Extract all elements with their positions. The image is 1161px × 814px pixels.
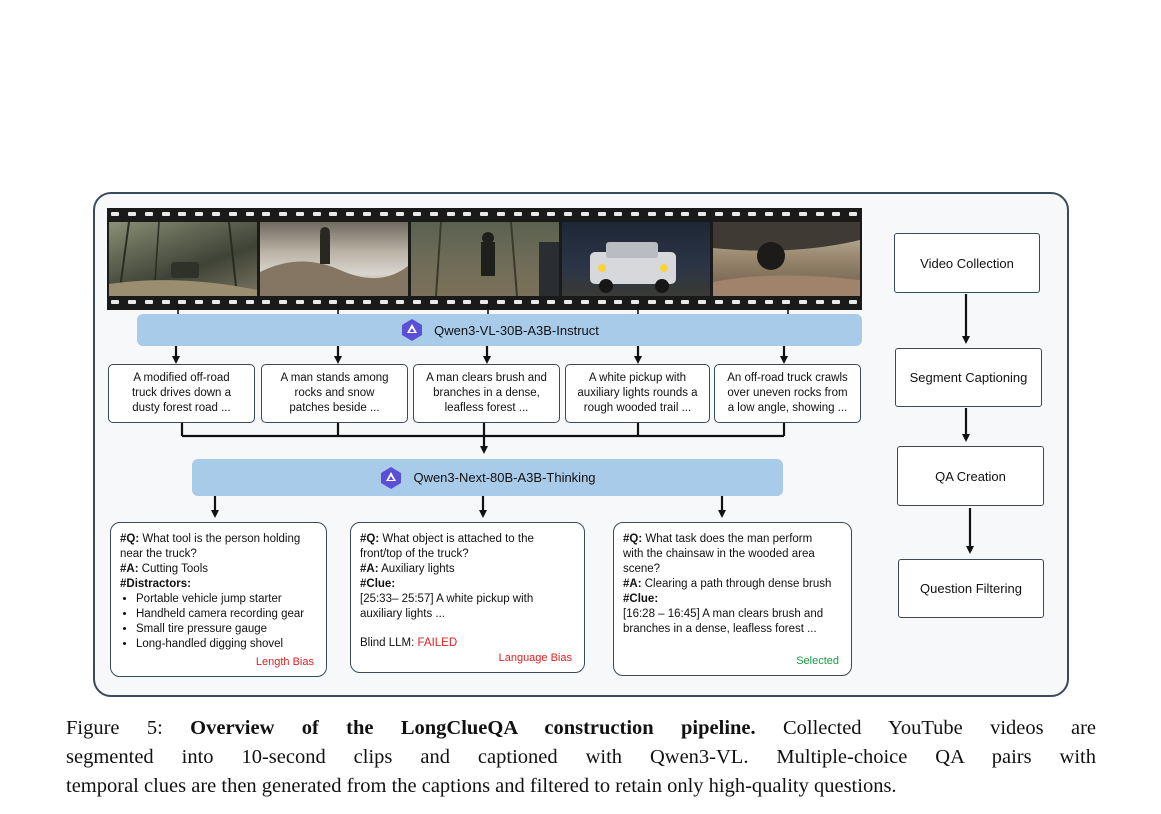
caption-line: dusty forest road ... [132, 402, 231, 414]
caption-line: leafless forest ... [444, 402, 529, 414]
q-text: What task does the man perform [642, 533, 813, 545]
clue-label: #Clue: [623, 593, 659, 605]
caption-line-2: segmented into 10-second clips and capti… [66, 746, 1096, 768]
caption-line: rocks and snow [294, 387, 375, 399]
q-text: What tool is the person holding [139, 533, 301, 545]
caption-box-4: A white pickup with auxiliary lights roun… [565, 364, 710, 423]
clue-text: [25:33– 25:57] A white pickup with [360, 593, 534, 605]
caption-box-2: A man stands among rocks and snow patches … [261, 364, 408, 423]
stage-label: Segment Captioning [909, 370, 1028, 385]
q-label: #Q: [623, 533, 643, 545]
caption-box-5: An off-road truck crawls over uneven rock… [714, 364, 861, 423]
caption-line: A white pickup with [588, 372, 687, 384]
distractors-label: #Distractors: [120, 578, 191, 590]
caption-box-1: A modified off-road truck drives down a du… [108, 364, 255, 423]
caption-line: rough wooded trail ... [583, 402, 692, 414]
q-text-cont: scene? [623, 563, 661, 575]
video-frame-2 [260, 222, 408, 296]
status-badge: Length Bias [255, 656, 314, 668]
list-item: Small tire pressure gauge [136, 622, 317, 637]
qwen-logo-icon [402, 319, 423, 341]
caption-line: auxiliary lights rounds a [577, 387, 698, 399]
stage-label: Video Collection [920, 255, 1014, 271]
captioner-model-name: Qwen3-VL-30B-A3B-Instruct [434, 322, 599, 338]
q-label: #Q: [360, 533, 380, 545]
caption-line-3: temporal clues are then generated from t… [66, 775, 897, 797]
figure-caption: Figure 5: Overview of the LongClueQA con… [66, 714, 1096, 801]
video-frame-5 [713, 222, 860, 296]
figure-title: Overview of the LongClueQA construction … [190, 717, 756, 739]
q-text-cont: front/top of the truck? [360, 548, 469, 560]
film-perforations-top [107, 211, 862, 217]
caption-line: A man clears brush and [426, 372, 547, 384]
stage-video-collection: Video Collection [894, 233, 1040, 293]
a-text: Auxiliary lights [378, 563, 455, 575]
a-label: #A: [623, 578, 642, 590]
q-text-cont: with the chainsaw in the wooded area [623, 548, 815, 560]
clue-text: [16:28 – 16:45] A man clears brush and [623, 608, 824, 620]
caption-line: over uneven rocks from [727, 387, 848, 399]
qwen-logo-icon [381, 466, 402, 489]
stage-qa-creation: QA Creation [897, 446, 1044, 506]
a-text: Cutting Tools [138, 563, 208, 575]
caption-line-1: Figure 5: Overview of the LongClueQA con… [66, 714, 1096, 743]
a-label: #A: [360, 563, 379, 575]
stage-label: QA Creation [935, 468, 1006, 484]
stage-question-filtering: Question Filtering [898, 559, 1044, 618]
film-perforations-bottom [107, 299, 862, 305]
video-frame-1 [109, 222, 257, 296]
video-film-strip [107, 208, 862, 310]
figure-number: Figure 5: [66, 717, 191, 739]
caption-box-3: A man clears brush and branches in a dens… [413, 364, 560, 423]
caption-line: patches beside ... [289, 402, 380, 414]
generator-model-bar: Qwen3-Next-80B-A3B-Thinking [192, 459, 783, 496]
qa-card-selected: #Q: What task does the man perform with … [613, 522, 852, 676]
status-badge: Selected [796, 655, 839, 667]
q-text-cont: near the truck? [120, 548, 197, 560]
caption-line: A man stands among [280, 372, 389, 384]
stage-segment-captioning: Segment Captioning [895, 348, 1042, 407]
list-item: Handheld camera recording gear [136, 607, 317, 622]
caption-line: a low angle, showing ... [727, 402, 848, 414]
captioner-model-bar: Qwen3-VL-30B-A3B-Instruct [137, 314, 862, 346]
a-text: Clearing a path through dense brush [641, 578, 832, 590]
clue-text-cont: branches in a dense, leafless forest ... [623, 623, 817, 635]
qa-card-length-bias: #Q: What tool is the person holding near… [110, 522, 327, 677]
qa-card-language-bias: #Q: What object is attached to the front… [350, 522, 585, 673]
status-badge: Language Bias [498, 652, 572, 664]
list-item: Long-handled digging shovel [136, 637, 317, 652]
stage-label: Question Filtering [920, 581, 1022, 596]
blind-llm-result: FAILED [417, 637, 458, 649]
blind-llm-label: Blind LLM: [360, 637, 418, 649]
caption-line: truck drives down a [131, 387, 232, 399]
generator-model-name: Qwen3-Next-80B-A3B-Thinking [413, 470, 596, 485]
caption-line: branches in a dense, [433, 387, 540, 399]
distractor-list: Portable vehicle jump starter Handheld c… [120, 592, 317, 652]
clue-label: #Clue: [360, 578, 396, 590]
video-frame-4 [562, 222, 710, 296]
q-label: #Q: [120, 533, 140, 545]
a-label: #A: [120, 563, 139, 575]
caption-line: A modified off-road [133, 372, 230, 384]
caption-text: Collected YouTube videos are [755, 717, 1096, 739]
list-item: Portable vehicle jump starter [136, 592, 317, 607]
video-frame-3 [411, 222, 559, 296]
q-text: What object is attached to the [379, 533, 534, 545]
caption-line: An off-road truck crawls [727, 372, 848, 384]
clue-text-cont: auxiliary lights ... [360, 608, 446, 620]
